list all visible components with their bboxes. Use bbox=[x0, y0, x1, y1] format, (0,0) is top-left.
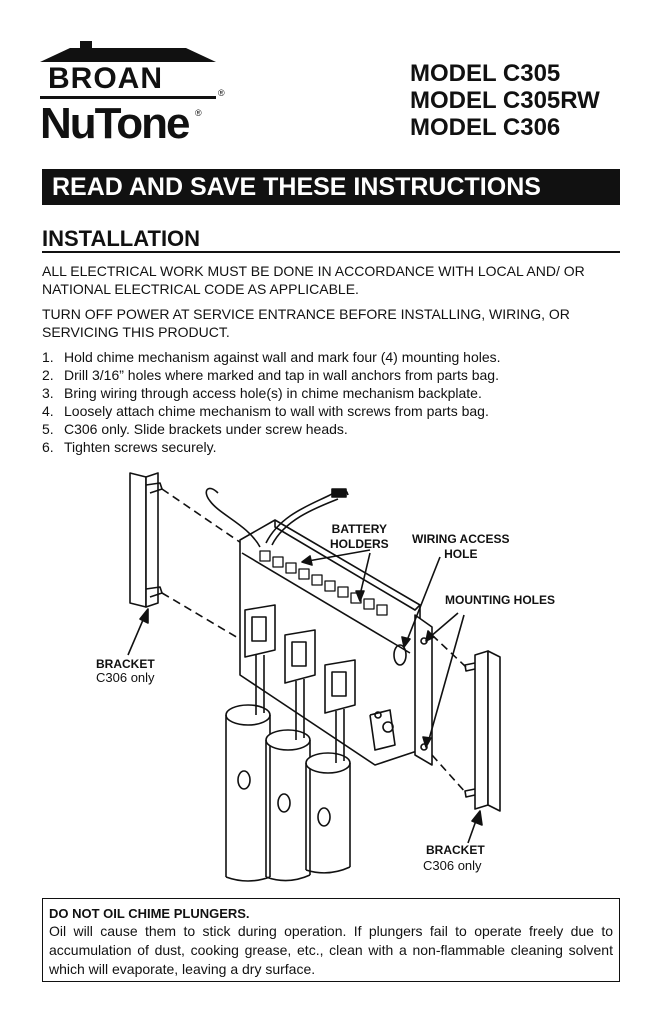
power-off-notice: TURN OFF POWER AT SERVICE ENTRANCE BEFOR… bbox=[42, 306, 570, 340]
broan-roof-icon bbox=[40, 41, 216, 62]
broan-nutone-logo: BROAN ® NuTone ® bbox=[40, 40, 230, 150]
wiring-access-hole-label: WIRING ACCESS HOLE bbox=[412, 532, 510, 561]
registered-mark: ® bbox=[195, 108, 202, 118]
model-c305rw: MODEL C305RW bbox=[410, 87, 600, 114]
nutone-wordmark: NuTone bbox=[40, 99, 190, 148]
model-list: MODEL C305 MODEL C305RW MODEL C306 bbox=[410, 60, 600, 141]
plunger-warning-box: DO NOT OIL CHIME PLUNGERS. Oil will caus… bbox=[42, 898, 620, 982]
step-item: 5.C306 only. Slide brackets under screw … bbox=[42, 421, 348, 437]
warning-title: DO NOT OIL CHIME PLUNGERS. bbox=[49, 906, 250, 921]
step-item: 1.Hold chime mechanism against wall and … bbox=[42, 349, 501, 365]
chime-mechanism-illustration bbox=[127, 472, 501, 882]
broan-wordmark: BROAN bbox=[48, 62, 163, 95]
step-item: 2.Drill 3/16” holes where marked and tap… bbox=[42, 367, 499, 383]
bracket-left-note: C306 only bbox=[96, 670, 155, 685]
electrical-code-notice: ALL ELECTRICAL WORK MUST BE DONE IN ACCO… bbox=[42, 263, 585, 297]
installation-heading: INSTALLATION bbox=[42, 226, 201, 251]
registered-mark: ® bbox=[218, 88, 225, 98]
broan-underline bbox=[40, 96, 216, 99]
heading-divider bbox=[42, 251, 620, 253]
warning-body: Oil will cause them to stick during oper… bbox=[49, 923, 613, 977]
read-save-banner: READ AND SAVE THESE INSTRUCTIONS bbox=[42, 169, 620, 205]
battery-holders-label: BATTERY HOLDERS bbox=[330, 522, 389, 551]
step-item: 3.Bring wiring through access hole(s) in… bbox=[42, 385, 482, 401]
bracket-right-label: BRACKET bbox=[426, 843, 485, 857]
step-item: 6.Tighten screws securely. bbox=[42, 439, 217, 455]
step-item: 4.Loosely attach chime mechanism to wall… bbox=[42, 403, 489, 419]
mounting-holes-label: MOUNTING HOLES bbox=[445, 593, 555, 607]
model-c306: MODEL C306 bbox=[410, 114, 561, 141]
bracket-left-label: BRACKET bbox=[96, 657, 155, 671]
chime-installation-diagram: BATTERY HOLDERS WIRING ACCESS HOLE MOUNT… bbox=[70, 465, 610, 890]
model-c305: MODEL C305 bbox=[410, 60, 561, 87]
installation-steps: 1.Hold chime mechanism against wall and … bbox=[42, 348, 620, 456]
bracket-right-note: C306 only bbox=[423, 858, 482, 873]
